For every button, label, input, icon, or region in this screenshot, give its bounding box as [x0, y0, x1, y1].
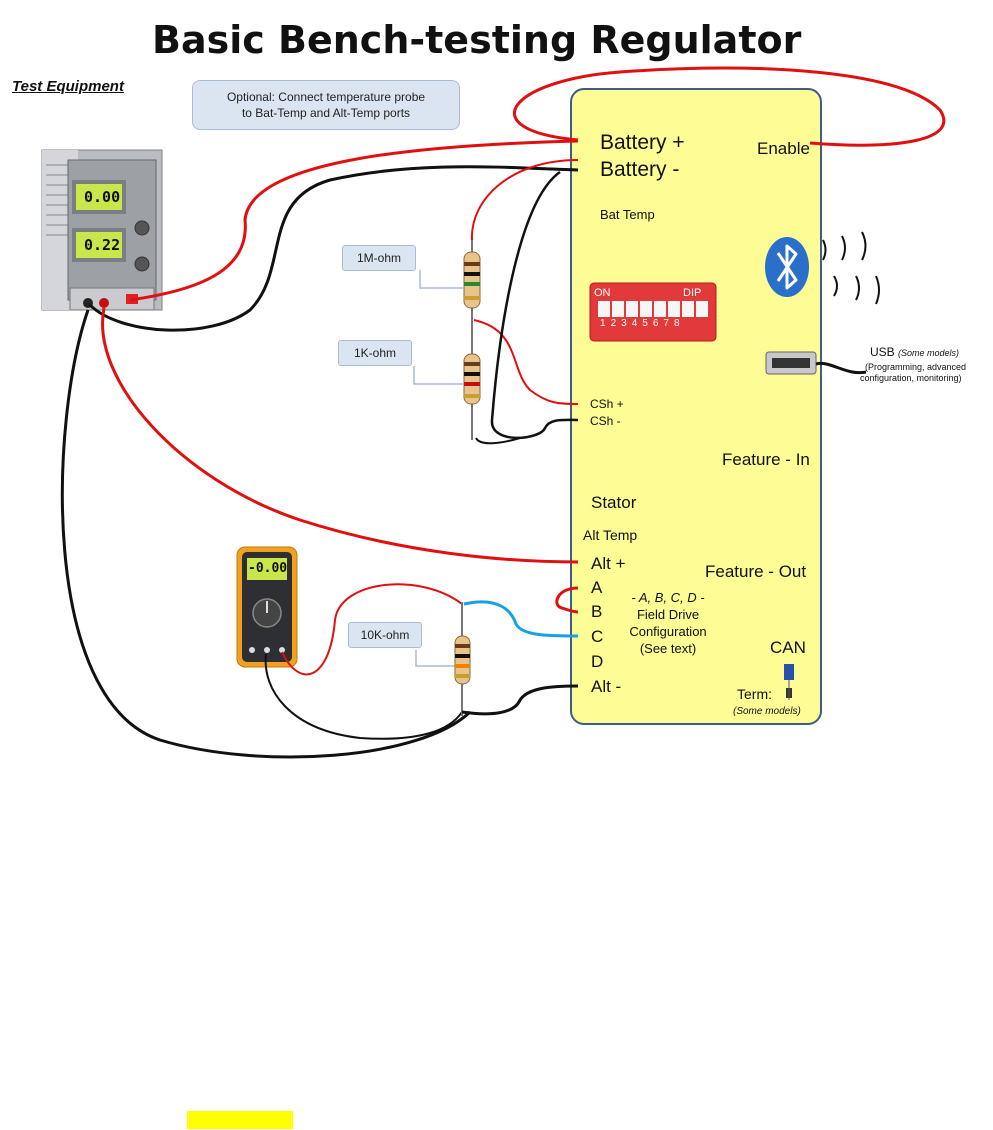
feature-in-label: Feature - In — [722, 450, 810, 469]
stator-label: Stator — [591, 493, 637, 512]
field-drive-line-1: - A, B, C, D - — [631, 590, 705, 605]
field-d-label: D — [591, 652, 604, 671]
usb-label-text: USB — [870, 345, 895, 359]
feature-out-label: Feature - Out — [705, 562, 807, 581]
csh-minus-label: CSh - — [590, 414, 621, 428]
csh-minus-wire — [490, 170, 579, 440]
dip-on-label: ON — [594, 287, 611, 299]
resistor-1m — [463, 251, 481, 309]
bat-temp-red-wire — [470, 159, 579, 241]
csh-plus-label: CSh + — [590, 397, 624, 411]
can-terminator-icon — [784, 664, 794, 700]
field-drive-line-2: Field Drive — [636, 606, 700, 622]
meter-red-wire — [281, 583, 463, 676]
psu-display-current: 0.22 — [84, 236, 121, 254]
alt-minus-return-wire — [60, 309, 472, 759]
term-label: Term: — [737, 686, 772, 702]
field-drive-line-4: (See text) — [639, 640, 697, 656]
alt-plus-wire — [101, 307, 579, 564]
dip-dip-label: DIP — [683, 287, 702, 299]
dip-switch — [589, 282, 717, 342]
bluetooth-icon — [765, 237, 809, 297]
alt-minus-label: Alt - — [591, 677, 622, 696]
field-a-label: A — [591, 578, 603, 597]
field-c-label: C — [591, 627, 604, 646]
usb-cable — [815, 361, 867, 375]
alt-temp-label: Alt Temp — [583, 527, 638, 543]
field-drive-config: - A, B, C, D - Field Drive Configuration… — [616, 590, 720, 658]
dip-number-4: 4 — [631, 318, 643, 329]
highlight-bar — [187, 1111, 293, 1129]
battery-minus-wire — [88, 165, 579, 332]
test-equipment-label: Test Equipment — [12, 78, 124, 95]
battery-minus-label: Battery - — [600, 158, 680, 181]
optional-note: Optional: Connect temperature probe to B… — [192, 80, 460, 130]
csh-plus-wire — [473, 319, 579, 405]
usb-connector-icon — [765, 351, 817, 375]
enable-loop-wire — [512, 66, 946, 147]
meter-black-wire — [264, 653, 463, 740]
resistor-1k — [463, 353, 481, 405]
resistor-1m-label: 1M-ohm — [342, 245, 416, 271]
dip-numbers: 12345678 — [600, 318, 685, 329]
dip-number-2: 2 — [610, 318, 622, 329]
dip-number-8: 8 — [673, 318, 685, 329]
dip-number-6: 6 — [652, 318, 664, 329]
usb-desc-line-1: (Programming, advanced — [865, 362, 967, 372]
resistor-1k-label: 1K-ohm — [338, 340, 412, 366]
dip-number-3: 3 — [621, 318, 632, 329]
note-line-2: to Bat-Temp and Alt-Temp ports — [241, 106, 411, 120]
wireless-signal-icon — [822, 231, 880, 305]
alt-plus-label: Alt + — [591, 554, 626, 573]
regulator-board — [570, 88, 822, 725]
field-c-blue-wire — [463, 600, 579, 638]
resistor-10k — [454, 635, 471, 685]
enable-label: Enable — [757, 139, 810, 158]
dip-number-5: 5 — [642, 318, 653, 329]
power-supply — [41, 149, 163, 311]
field-drive-line-3: Configuration — [629, 623, 707, 639]
dip-number-1: 1 — [600, 318, 611, 329]
psu-display-voltage: 0.00 — [84, 188, 121, 206]
ab-jumper-wire — [555, 586, 579, 614]
usb-label: USB (Some models) — [870, 345, 959, 359]
bat-temp-label: Bat Temp — [600, 207, 655, 222]
dip-number-7: 7 — [663, 318, 674, 329]
battery-plus-wire — [129, 139, 579, 302]
alt-minus-wire — [461, 684, 579, 716]
term-some-models-label: (Some models) — [733, 706, 801, 717]
usb-some-models: (Some models) — [898, 348, 960, 358]
usb-desc-line-2: configuration, monitoring) — [860, 373, 962, 383]
note-line-1: Optional: Connect temperature probe — [226, 89, 426, 104]
multimeter — [236, 546, 298, 668]
field-b-label: B — [591, 602, 603, 621]
resistor-10k-label: 10K-ohm — [348, 622, 422, 648]
multimeter-display: -0.00 — [248, 561, 288, 576]
can-label: CAN — [770, 638, 806, 657]
battery-plus-label: Battery + — [600, 131, 685, 154]
